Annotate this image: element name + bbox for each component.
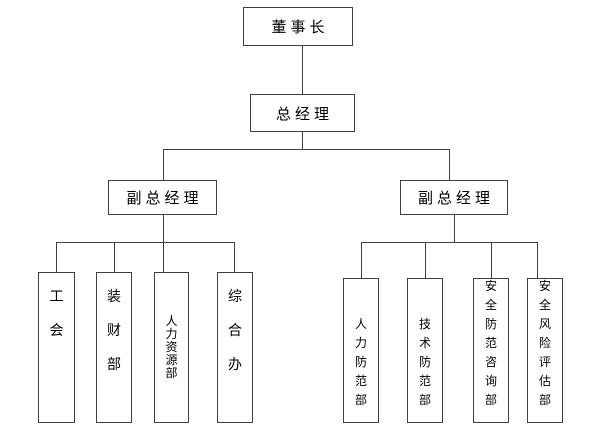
- node-labor-union: 工会: [38, 272, 75, 423]
- node-security-consulting-dept-label: 安全防范咨询部: [485, 279, 498, 407]
- connector-dgm-left-stem: [163, 215, 164, 272]
- connector-left-crossbar: [56, 242, 235, 243]
- connector-drop-equip-finance: [114, 242, 115, 272]
- node-human-resources-dept-label: 人力资源部: [165, 314, 178, 380]
- connector-drop-risk-assessment: [537, 242, 538, 278]
- connector-drop-dgm-right: [449, 149, 450, 180]
- connector-dgm-right-stem: [454, 215, 455, 242]
- connector-drop-tech-prevention: [425, 242, 426, 278]
- node-deputy-gm-right-label: 副总经理: [417, 191, 494, 207]
- node-hr-prevention-dept: 人力防范部: [343, 278, 379, 423]
- node-general-office: 综合办: [217, 272, 253, 423]
- node-equip-finance-dept: 装财部: [96, 272, 132, 423]
- node-risk-assessment-dept: 安全风险评估部: [527, 278, 563, 423]
- node-general-manager: 总经理: [250, 94, 355, 132]
- node-deputy-gm-right: 副总经理: [400, 180, 508, 215]
- node-general-office-label: 综合办: [228, 290, 242, 373]
- node-risk-assessment-dept-label: 安全风险评估部: [539, 279, 552, 407]
- connector-drop-hr-prevention: [361, 242, 362, 278]
- connector-right-crossbar: [361, 242, 538, 243]
- connector-gm-stem: [302, 132, 303, 149]
- connector-gm-crossbar: [163, 149, 450, 150]
- connector-drop-general-office: [234, 242, 235, 272]
- node-hr-prevention-dept-label: 人力防范部: [355, 317, 368, 407]
- connector-drop-dgm-left: [163, 149, 164, 180]
- node-human-resources-dept: 人力资源部: [154, 272, 189, 423]
- node-tech-prevention-dept: 技术防范部: [407, 278, 443, 423]
- connector-drop-union: [56, 242, 57, 272]
- node-general-manager-label: 总经理: [275, 106, 333, 123]
- node-deputy-gm-left-label: 副总经理: [126, 191, 203, 207]
- connector-drop-consulting: [491, 242, 492, 278]
- node-labor-union-label: 工会: [49, 290, 64, 339]
- node-tech-prevention-dept-label: 技术防范部: [419, 317, 432, 407]
- node-security-consulting-dept: 安全防范咨询部: [473, 278, 509, 423]
- node-chairman: 董事长: [243, 7, 353, 46]
- node-deputy-gm-left: 副总经理: [108, 180, 217, 215]
- node-equip-finance-dept-label: 装财部: [107, 290, 121, 373]
- connector-chairman-gm: [302, 46, 303, 94]
- node-chairman-label: 董事长: [271, 20, 329, 36]
